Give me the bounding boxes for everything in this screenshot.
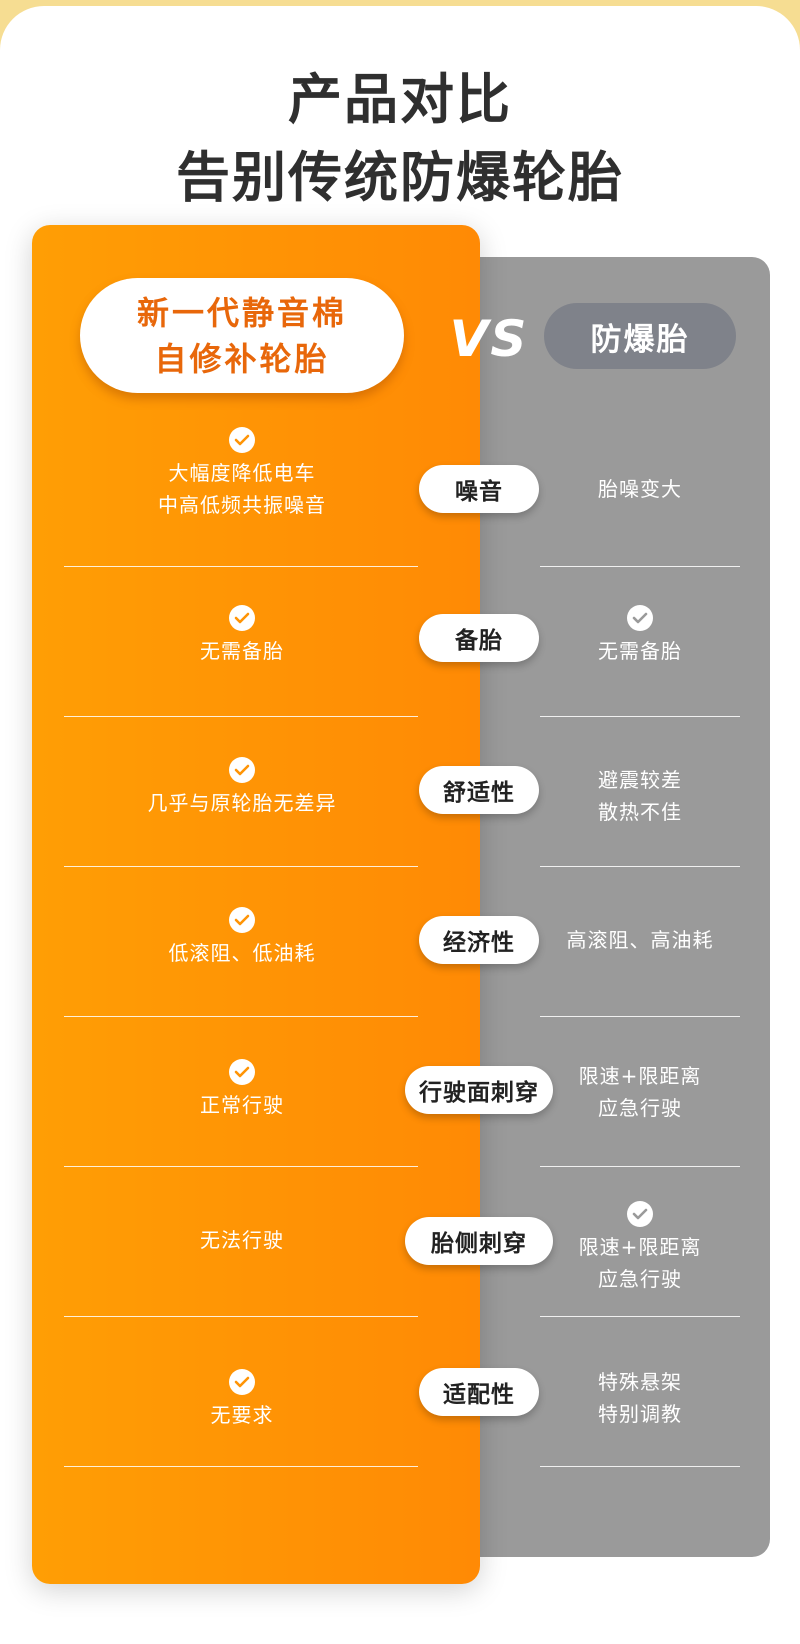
row-divider — [64, 1166, 418, 1167]
row-divider — [540, 1016, 740, 1017]
row-divider — [540, 566, 740, 567]
old-cell-comfort: 避震较差 散热不佳 — [540, 760, 740, 832]
cell-text: 无法行驶 — [200, 1228, 284, 1252]
cell-text: 正常行驶 — [200, 1093, 284, 1117]
cell-text: 大幅度降低电车 — [168, 461, 316, 485]
cell-text: 避震较差 — [598, 768, 682, 792]
row-label-sidewall-puncture: 胎侧刺穿 — [405, 1217, 553, 1265]
new-cell-noise: 大幅度降低电车 中高低频共振噪音 — [60, 418, 424, 530]
page-subtitle: 告别传统防爆轮胎 — [176, 146, 624, 209]
old-cell-compatibility: 特殊悬架 特别调教 — [540, 1362, 740, 1434]
cell-text: 限速+限距离 — [578, 1064, 702, 1088]
new-cell-tread-puncture: 正常行驶 — [60, 1054, 424, 1126]
check-icon — [627, 605, 653, 631]
row-divider — [64, 1016, 418, 1017]
new-product-column — [32, 225, 480, 1584]
row-label-economy: 经济性 — [419, 916, 539, 964]
cell-text: 特别调教 — [598, 1402, 682, 1426]
new-cell-sidewall-puncture: 无法行驶 — [60, 1220, 424, 1260]
old-cell-spare: 无需备胎 — [540, 600, 740, 672]
old-cell-tread-puncture: 限速+限距离 应急行驶 — [540, 1056, 740, 1128]
row-divider — [540, 1316, 740, 1317]
cell-text: 无需备胎 — [200, 639, 284, 663]
new-cell-compatibility: 无要求 — [60, 1364, 424, 1436]
cell-text: 中高低频共振噪音 — [158, 493, 326, 517]
new-product-name-line2: 自修补轮胎 — [154, 339, 330, 378]
check-icon — [229, 757, 255, 783]
row-label-spare: 备胎 — [419, 614, 539, 662]
old-cell-sidewall-puncture: 限速+限距离 应急行驶 — [540, 1196, 740, 1300]
old-cell-noise: 胎噪变大 — [540, 460, 740, 518]
check-icon — [627, 1201, 653, 1227]
vs-mark: VS — [449, 310, 529, 368]
new-product-name-line1: 新一代静音棉 — [136, 293, 347, 332]
row-label-compatibility: 适配性 — [419, 1368, 539, 1416]
cell-text: 低滚阻、低油耗 — [168, 941, 316, 965]
cell-text: 几乎与原轮胎无差异 — [147, 791, 337, 815]
row-label-comfort: 舒适性 — [419, 766, 539, 814]
new-product-badge: 新一代静音棉 自修补轮胎 — [80, 278, 404, 393]
cell-text: 胎噪变大 — [598, 477, 682, 501]
row-divider — [64, 1466, 418, 1467]
new-cell-spare: 无需备胎 — [60, 600, 424, 672]
row-divider — [540, 1466, 740, 1467]
check-icon — [229, 427, 255, 453]
cell-text: 应急行驶 — [598, 1267, 682, 1291]
check-icon — [229, 907, 255, 933]
row-label-tread-puncture: 行驶面刺穿 — [405, 1066, 553, 1114]
cell-text: 无要求 — [210, 1403, 274, 1427]
cell-text: 特殊悬架 — [598, 1370, 682, 1394]
row-divider — [64, 566, 418, 567]
row-divider — [540, 1166, 740, 1167]
row-divider — [64, 716, 418, 717]
row-divider — [64, 866, 418, 867]
new-cell-comfort: 几乎与原轮胎无差异 — [60, 752, 424, 824]
check-icon — [229, 1059, 255, 1085]
check-icon — [229, 605, 255, 631]
old-cell-economy: 高滚阻、高油耗 — [530, 922, 750, 958]
row-divider — [540, 866, 740, 867]
new-cell-economy: 低滚阻、低油耗 — [60, 902, 424, 974]
cell-text: 无需备胎 — [598, 639, 682, 663]
row-divider — [64, 1316, 418, 1317]
row-label-noise: 噪音 — [419, 465, 539, 513]
page-title: 产品对比 — [288, 68, 512, 131]
cell-text: 散热不佳 — [598, 800, 682, 824]
old-product-badge: 防爆胎 — [544, 303, 736, 369]
check-icon — [229, 1369, 255, 1395]
row-divider — [540, 716, 740, 717]
cell-text: 限速+限距离 — [578, 1235, 702, 1259]
cell-text: 应急行驶 — [598, 1096, 682, 1120]
cell-text: 高滚阻、高油耗 — [566, 928, 714, 952]
